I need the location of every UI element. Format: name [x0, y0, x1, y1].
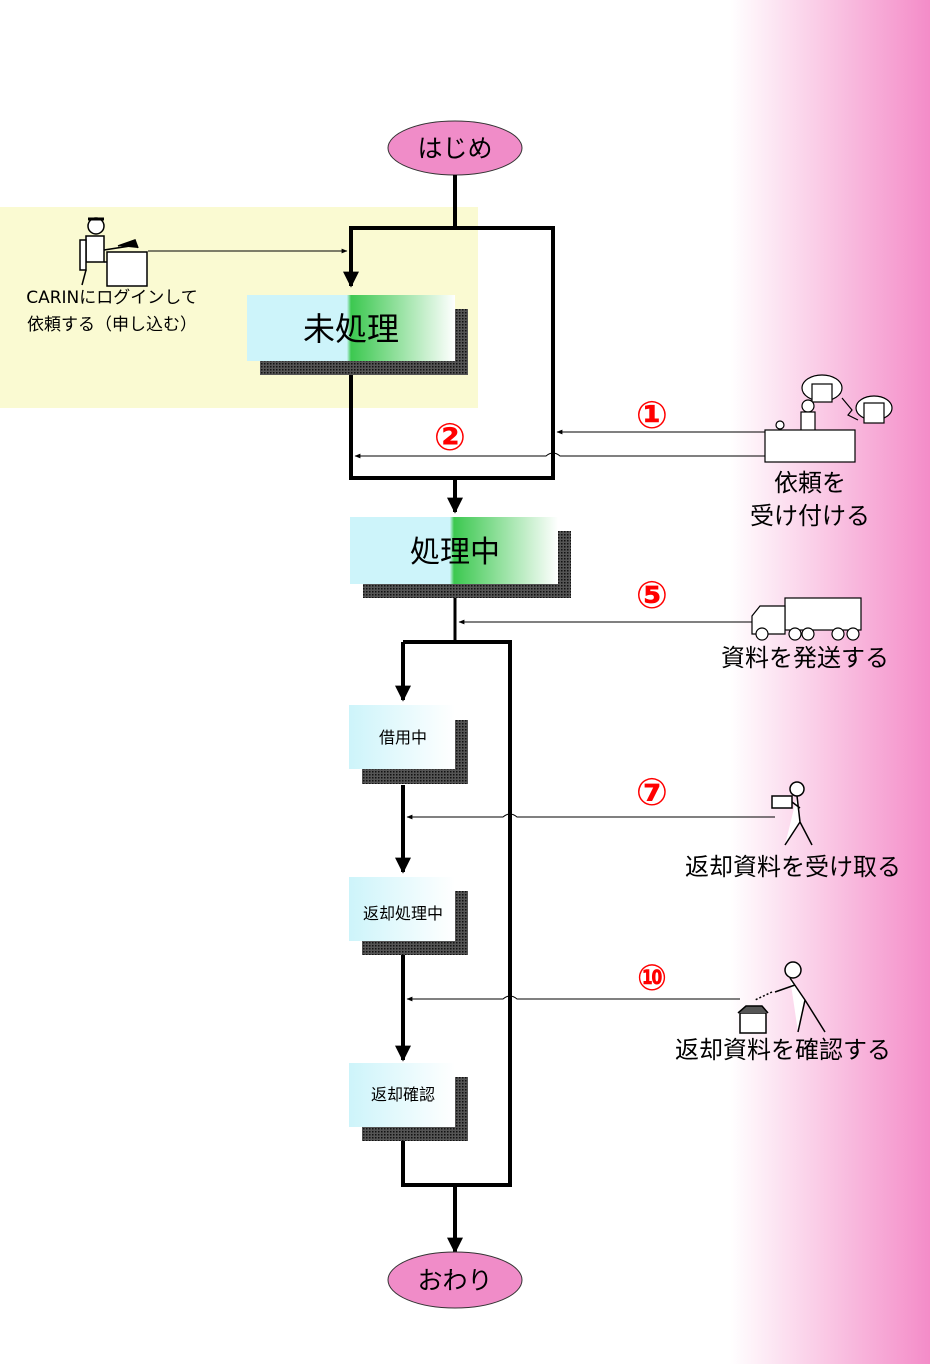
person-carrying-box-icon [771, 781, 813, 846]
end-terminal: おわり [387, 1251, 523, 1309]
step-1-number: ① [636, 393, 668, 437]
person-inspecting-box-icon [737, 961, 826, 1034]
step-5-number: ⑤ [636, 573, 668, 617]
ship-label: 資料を発送する [721, 644, 889, 672]
step-7-number: ⑦ [636, 770, 668, 814]
state-borrowing-label: 借用中 [379, 728, 427, 747]
state-returning: 返却処理中 [349, 877, 468, 955]
user-action-line2: 依頼する（申し込む） [27, 315, 197, 335]
start-label: はじめ [417, 134, 492, 163]
state-returning-label: 返却処理中 [363, 904, 443, 923]
state-borrowing: 借用中 [349, 705, 468, 784]
start-terminal: はじめ [387, 120, 523, 176]
receive-label: 返却資料を受け取る [685, 853, 901, 881]
state-processing-label: 処理中 [410, 535, 500, 570]
accept-line2: 受け付ける [750, 502, 870, 530]
user-at-desk-icon [79, 217, 148, 287]
step-10-number: ⑩ [637, 958, 667, 999]
state-return-confirmed-label: 返却確認 [371, 1085, 435, 1104]
confirm-label: 返却資料を確認する [675, 1036, 891, 1064]
state-unprocessed: 未処理 [247, 295, 468, 375]
truck-icon [751, 597, 862, 641]
state-return-confirmed: 返却確認 [349, 1063, 468, 1141]
state-processing: 処理中 [350, 517, 571, 598]
step-2-number: ② [434, 415, 466, 459]
flow-lines [343, 175, 555, 1254]
user-action-line1: CARINにログインして [26, 288, 198, 308]
action-arrows [148, 248, 775, 1002]
operator-phone-icon [764, 374, 893, 463]
state-unprocessed-label: 未処理 [303, 310, 399, 348]
accept-line1: 依頼を [774, 469, 846, 497]
end-label: おわり [417, 1266, 492, 1295]
pink-side-band [730, 0, 930, 1364]
